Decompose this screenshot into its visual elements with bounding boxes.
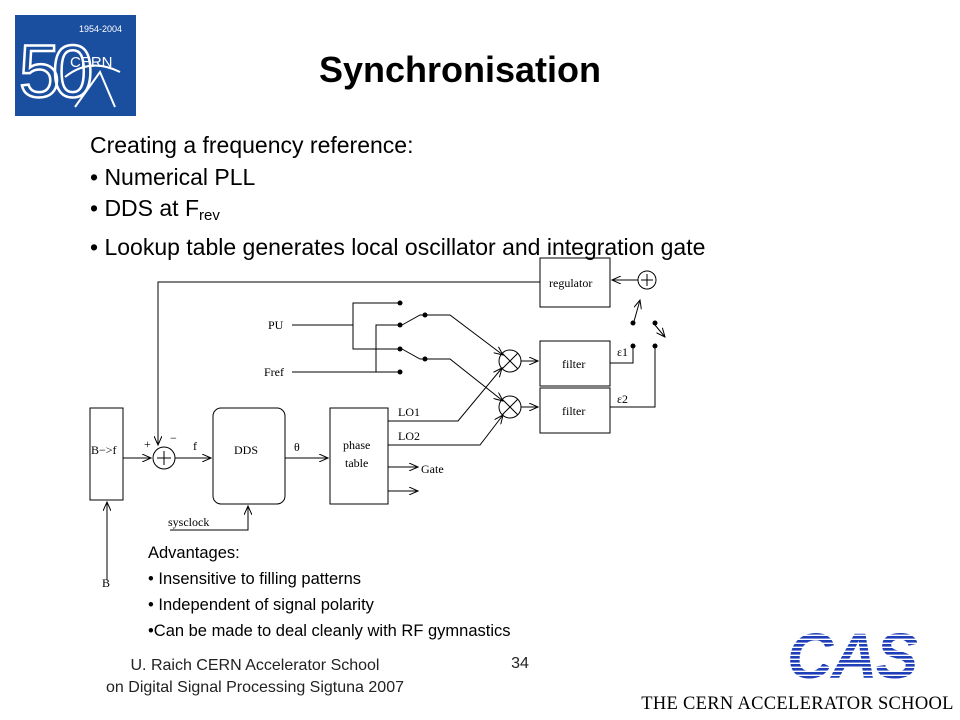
- footer-author: U. Raich CERN Accelerator School on Digi…: [65, 655, 445, 699]
- advantages-heading: Advantages:: [148, 544, 240, 562]
- advantage-item: • Independent of signal polarity: [148, 596, 374, 614]
- pu-label: PU: [268, 318, 284, 332]
- gate-label: Gate: [421, 462, 444, 476]
- b-input-label: B: [102, 576, 110, 590]
- advantage-item: •Can be made to deal cleanly with RF gym…: [148, 622, 511, 640]
- regulator-label: regulator: [549, 276, 592, 290]
- page-number: 34: [511, 655, 529, 672]
- sysclock-label: sysclock: [168, 515, 209, 529]
- cas-school-name: THE CERN ACCELERATOR SCHOOL: [641, 694, 954, 714]
- cas-logo: CAS: [787, 620, 920, 688]
- bullet-dds-text: • DDS at F: [90, 195, 200, 221]
- lo1-label: LO1: [398, 405, 420, 419]
- bullet-lookup-table: • Lookup table generates local oscillato…: [90, 233, 706, 260]
- filter1-label: filter: [562, 357, 585, 371]
- phase-table-box: [329, 407, 389, 505]
- phase-table-label-2: table: [345, 456, 368, 470]
- theta-label: θ: [294, 440, 300, 454]
- eps2-label: ε2: [617, 392, 628, 406]
- cern-50-logo: 1954-2004 50 CERN: [15, 15, 136, 116]
- bullet-dds: • DDS at Frev: [90, 193, 705, 232]
- footer-line-2: on Digital Signal Processing Sigtuna 200…: [106, 679, 404, 696]
- minus-label: −: [170, 431, 177, 445]
- footer-line-1: U. Raich CERN Accelerator School: [130, 657, 380, 674]
- pll-block-diagram: regulator filter filter PU Fref ε1 ε2 B−…: [89, 257, 680, 590]
- advantage-item: • Insensitive to filling patterns: [148, 570, 362, 588]
- eps1-label: ε1: [617, 345, 628, 359]
- fref-label: Fref: [264, 365, 284, 379]
- bullet-list: Creating a frequency reference: • Numeri…: [90, 130, 705, 263]
- b-to-f-box: [89, 407, 124, 501]
- f-label: f: [193, 439, 197, 453]
- advantages-list: Advantages: • Insensitive to filling pat…: [148, 540, 511, 644]
- dds-label: DDS: [234, 443, 258, 457]
- logo-years: 1954-2004: [79, 24, 122, 34]
- filter2-label: filter: [562, 404, 585, 418]
- bullet-dds-subscript: rev: [199, 207, 220, 224]
- b-to-f-label: B−>f: [91, 443, 117, 457]
- plus-label: +: [144, 437, 151, 451]
- filter2-box: [539, 387, 611, 434]
- cas-letters: CAS: [787, 620, 918, 688]
- bullet-numerical-pll: • Numerical PLL: [90, 163, 256, 190]
- slide-title: Synchronisation: [318, 49, 602, 90]
- phase-table-label-1: phase: [343, 438, 370, 452]
- bullet-intro: Creating a frequency reference:: [90, 132, 414, 158]
- lo2-label: LO2: [398, 429, 420, 443]
- dds-box: [212, 407, 286, 505]
